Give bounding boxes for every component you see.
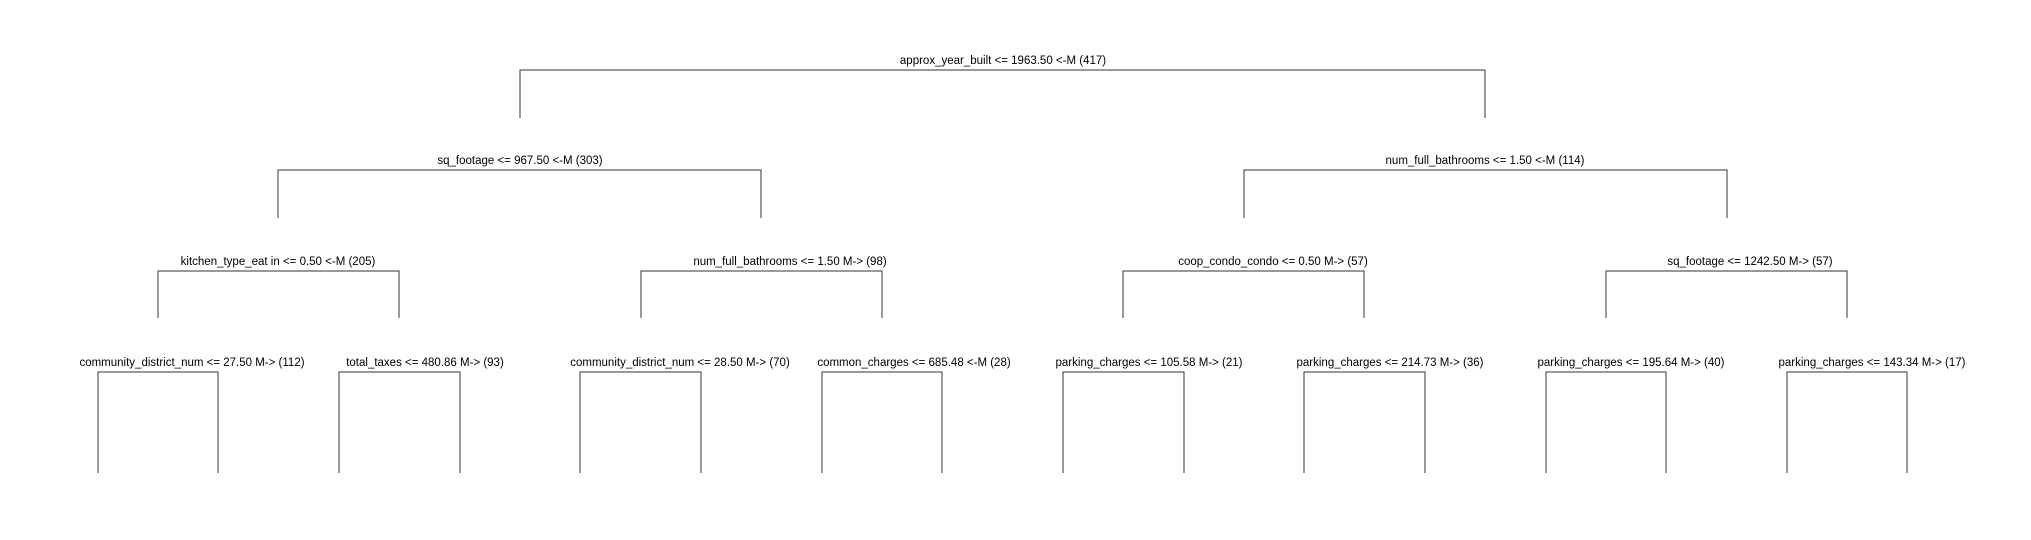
- node-label-LR: num_full_bathrooms <= 1.50 M-> (98): [693, 256, 887, 268]
- edge-RRR: [1786, 371, 1908, 473]
- node-label-LLL: community_district_num <= 27.50 M-> (112…: [79, 357, 304, 369]
- node-label-RR: sq_footage <= 1242.50 M-> (57): [1667, 256, 1832, 268]
- tree-labels: approx_year_built <= 1963.50 <-M (417) s…: [79, 55, 1965, 369]
- node-label-RL: coop_condo_condo <= 0.50 M-> (57): [1178, 256, 1368, 268]
- edge-RR: [1605, 270, 1848, 318]
- edge-LRL: [579, 371, 702, 473]
- edge-LR: [640, 270, 883, 318]
- edge-LRR: [821, 371, 943, 473]
- node-label-root: approx_year_built <= 1963.50 <-M (417): [900, 55, 1106, 67]
- node-label-R: num_full_bathrooms <= 1.50 <-M (114): [1386, 155, 1585, 167]
- node-label-LRR: common_charges <= 685.48 <-M (28): [817, 357, 1011, 369]
- edge-RRL: [1545, 371, 1667, 473]
- edge-RL: [1122, 270, 1365, 318]
- node-label-RRR: parking_charges <= 143.34 M-> (17): [1779, 357, 1966, 369]
- node-label-LL: kitchen_type_eat in <= 0.50 <-M (205): [181, 256, 376, 268]
- tree-edges: [97, 69, 1908, 473]
- node-label-RRL: parking_charges <= 195.64 M-> (40): [1538, 357, 1725, 369]
- node-label-L: sq_footage <= 967.50 <-M (303): [437, 155, 602, 167]
- edge-R: [1243, 169, 1728, 218]
- node-label-LRL: community_district_num <= 28.50 M-> (70): [570, 357, 790, 369]
- node-label-RLL: parking_charges <= 105.58 M-> (21): [1056, 357, 1243, 369]
- edge-LLL: [97, 371, 219, 473]
- edge-RLL: [1062, 371, 1185, 473]
- edge-RLR: [1303, 371, 1426, 473]
- edge-LL: [157, 270, 400, 318]
- node-label-RLR: parking_charges <= 214.73 M-> (36): [1297, 357, 1484, 369]
- edge-LLR: [338, 371, 461, 473]
- node-label-LLR: total_taxes <= 480.86 M-> (93): [346, 357, 504, 369]
- edge-L: [277, 169, 762, 218]
- edge-root: [519, 69, 1486, 118]
